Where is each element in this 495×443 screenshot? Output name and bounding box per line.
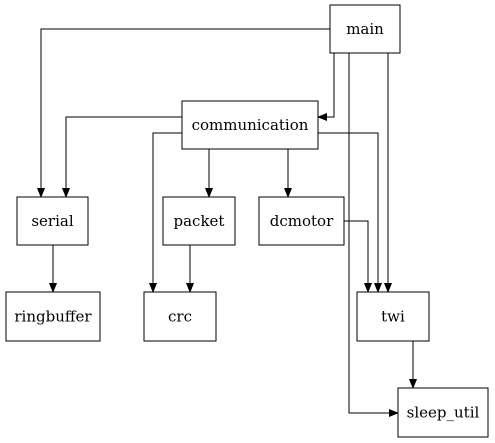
node-sleep-util-label: sleep_util xyxy=(407,404,480,422)
edge-main-to-serial xyxy=(37,28,330,198)
node-crc-label: crc xyxy=(168,308,192,326)
node-packet-label: packet xyxy=(174,212,225,230)
node-serial[interactable]: serial xyxy=(16,196,89,246)
edge-main-to-communication xyxy=(317,53,335,121)
edge-main-to-sleep-util xyxy=(348,53,399,417)
node-sleep-util[interactable]: sleep_util xyxy=(397,387,489,438)
edge-communication-to-serial xyxy=(62,116,182,198)
node-ringbuffer[interactable]: ringbuffer xyxy=(5,291,101,342)
node-main[interactable]: main xyxy=(329,4,401,54)
node-dcmotor[interactable]: dcmotor xyxy=(258,196,345,246)
node-packet[interactable]: packet xyxy=(162,196,236,246)
node-twi[interactable]: twi xyxy=(356,291,430,342)
node-main-label: main xyxy=(346,20,384,38)
node-communication-label: communication xyxy=(192,116,309,134)
node-crc[interactable]: crc xyxy=(143,291,217,342)
edge-dcmotor-to-twi xyxy=(344,220,372,293)
node-ringbuffer-label: ringbuffer xyxy=(14,308,92,326)
node-dcmotor-label: dcmotor xyxy=(270,212,334,230)
edge-communication-to-twi xyxy=(318,132,382,293)
edge-communication-to-crc xyxy=(149,132,182,293)
node-serial-label: serial xyxy=(31,212,73,230)
node-communication[interactable]: communication xyxy=(181,100,319,150)
node-twi-label: twi xyxy=(381,308,405,326)
